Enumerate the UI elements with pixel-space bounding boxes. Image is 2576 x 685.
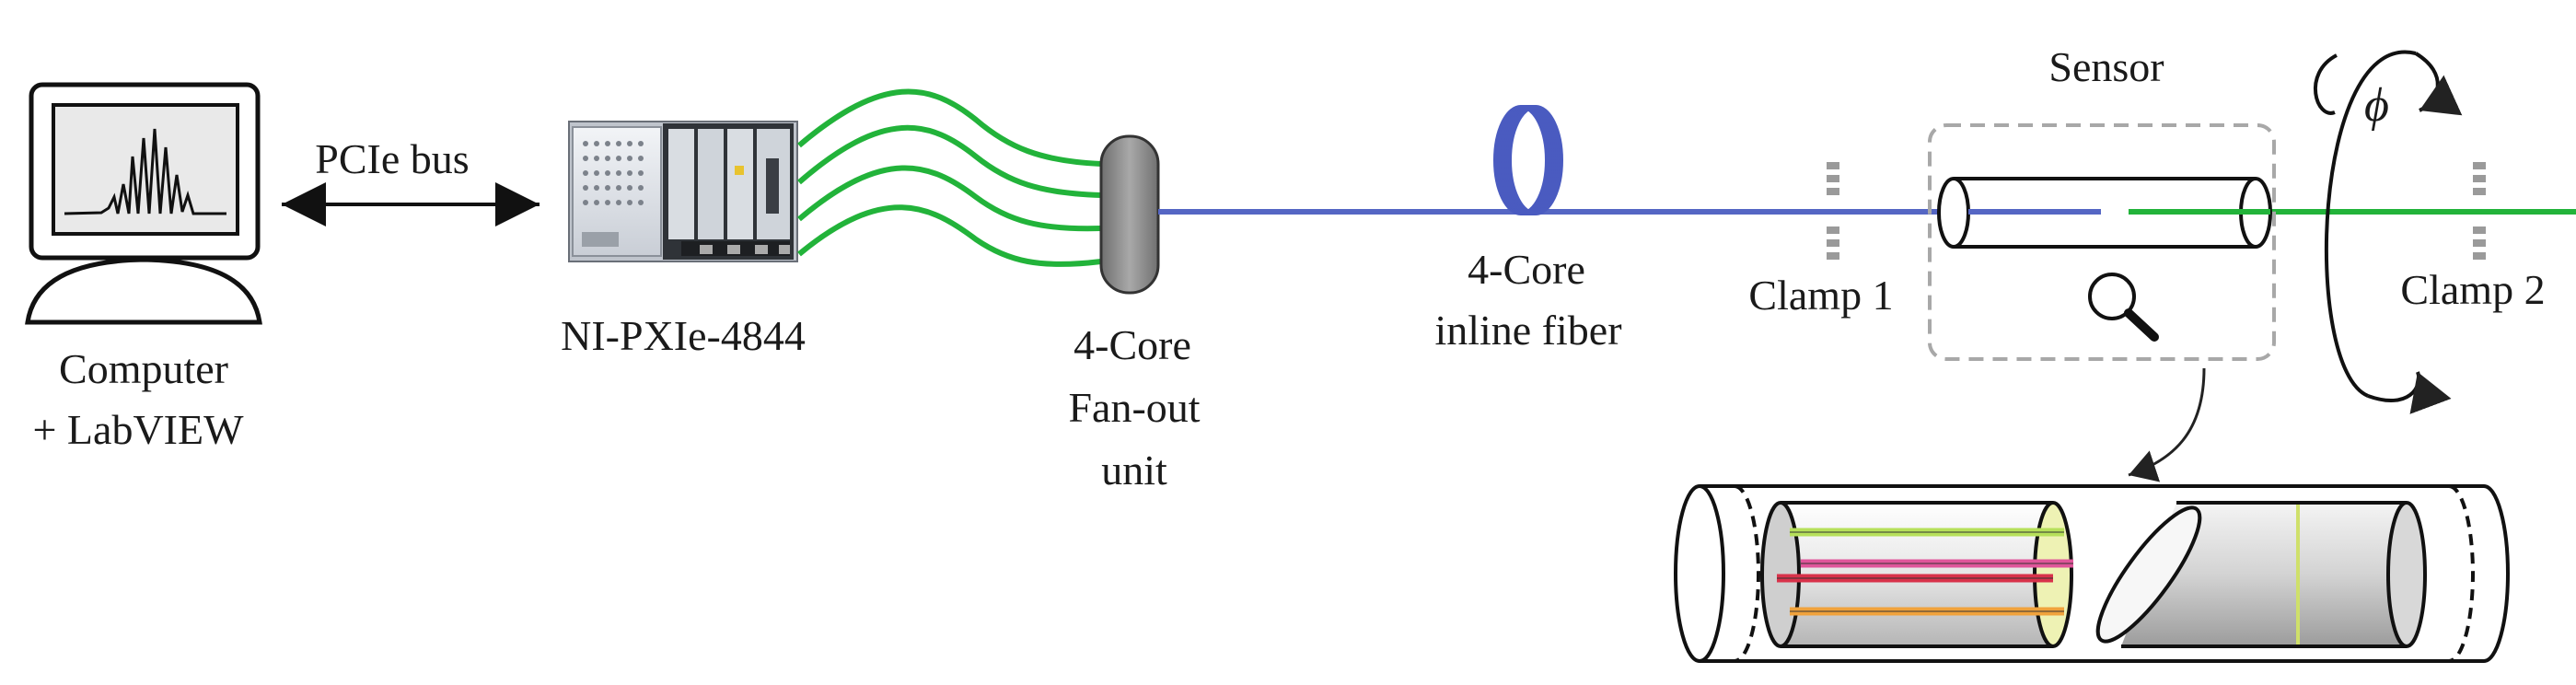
fiber-coil-icon	[1493, 105, 1563, 215]
fanout-label-line2: Fan-out	[1068, 384, 1201, 431]
fanout-fibers	[797, 88, 1102, 267]
monitor-stand	[25, 257, 262, 325]
fiber-label-line1: 4-Core	[1468, 246, 1585, 293]
clamp-2-label: Clamp 2	[2400, 266, 2546, 313]
clamp-1-marker	[1827, 162, 1839, 260]
spectrum-trace	[64, 128, 226, 215]
pcie-bus-label: PCIe bus	[315, 135, 470, 182]
sensor-label: Sensor	[2048, 43, 2164, 90]
fiber-label-line2: inline fiber	[1434, 307, 1622, 354]
fanout-unit	[1099, 134, 1160, 295]
computer-monitor-icon	[25, 82, 262, 325]
rotation-arrow-icon	[2313, 50, 2463, 414]
sensor-box	[1928, 123, 2276, 361]
sensor-tube	[1937, 177, 2272, 249]
fanout-label-line1: 4-Core	[1073, 321, 1191, 368]
clamp-1-label: Clamp 1	[1748, 272, 1894, 319]
rotation-angle-label: ϕ	[2364, 79, 2389, 132]
computer-label-line1: Computer	[59, 345, 228, 392]
daq-label: NI-PXIe-4844	[561, 312, 806, 359]
magnifier-icon	[2088, 273, 2159, 342]
computer-label-line2: + LabVIEW	[32, 406, 244, 453]
zoom-pointer-arrow	[2128, 367, 2206, 482]
sensor-detail	[1674, 484, 2510, 663]
clamp-2-marker	[2473, 162, 2486, 260]
fanout-label-line3: unit	[1101, 447, 1167, 493]
daq-chassis-icon	[568, 121, 798, 262]
